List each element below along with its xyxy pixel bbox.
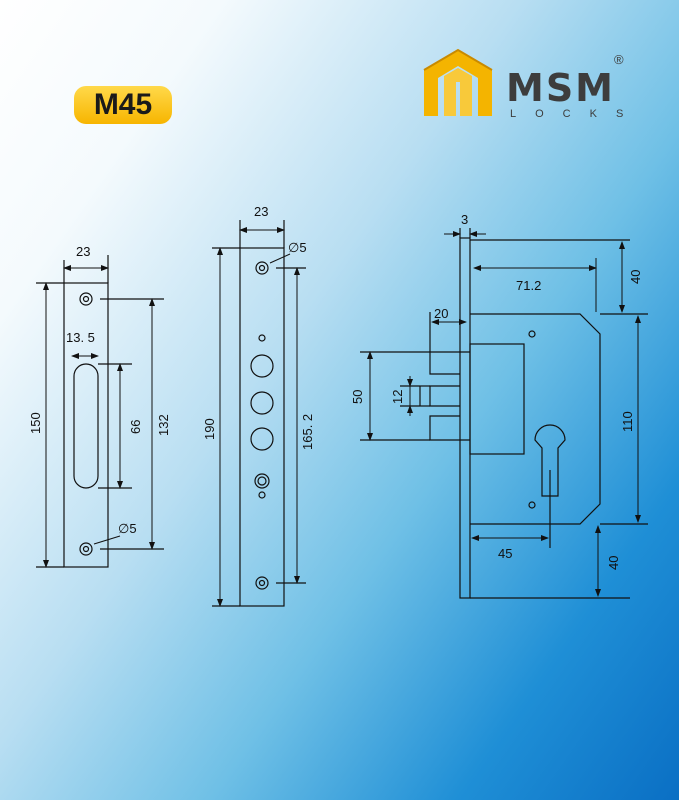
brand-subtitle: LOCKS (510, 108, 643, 120)
dim-faceplate-hole-spacing: 165. 2 (300, 414, 315, 450)
brand-logo-icon (423, 48, 493, 116)
dim-strike-width: 23 (76, 244, 90, 259)
dim-body-depth: 71.2 (516, 278, 541, 293)
strike-bottom-hole (79, 542, 93, 556)
dim-body-height: 110 (620, 411, 635, 432)
dim-strike-height: 150 (28, 412, 43, 434)
faceplate (212, 220, 306, 607)
dim-faceplate-width: 23 (254, 204, 268, 219)
dim-backset: 45 (498, 546, 512, 561)
strike-slot (73, 363, 99, 489)
dim-strike-slot-length: 66 (128, 420, 143, 434)
dim-latch-projection: 20 (434, 306, 448, 321)
dim-strike-hole-dia: ∅5 (118, 521, 137, 536)
strike-top-hole (79, 292, 93, 306)
lock-body (360, 228, 648, 599)
brand-name: MSM (506, 66, 615, 110)
dim-faceplate-height: 190 (202, 418, 217, 440)
dim-body-top-offset: 40 (628, 270, 643, 284)
cylinder-profile (534, 424, 566, 497)
strike-plate (36, 255, 164, 568)
dim-strike-slot-offset: 13. 5 (66, 330, 95, 345)
dim-faceplate-hole-dia: ∅5 (288, 240, 307, 255)
dim-deadbolt-height: 12 (390, 390, 405, 404)
dim-body-bottom-offset: 40 (606, 556, 621, 570)
model-badge: M45 (74, 86, 172, 124)
dim-strike-hole-spacing: 132 (156, 414, 171, 436)
dim-body-plate-thickness: 3 (461, 212, 468, 227)
dim-latch-height: 50 (350, 390, 365, 404)
registered-mark: ® (614, 52, 624, 67)
